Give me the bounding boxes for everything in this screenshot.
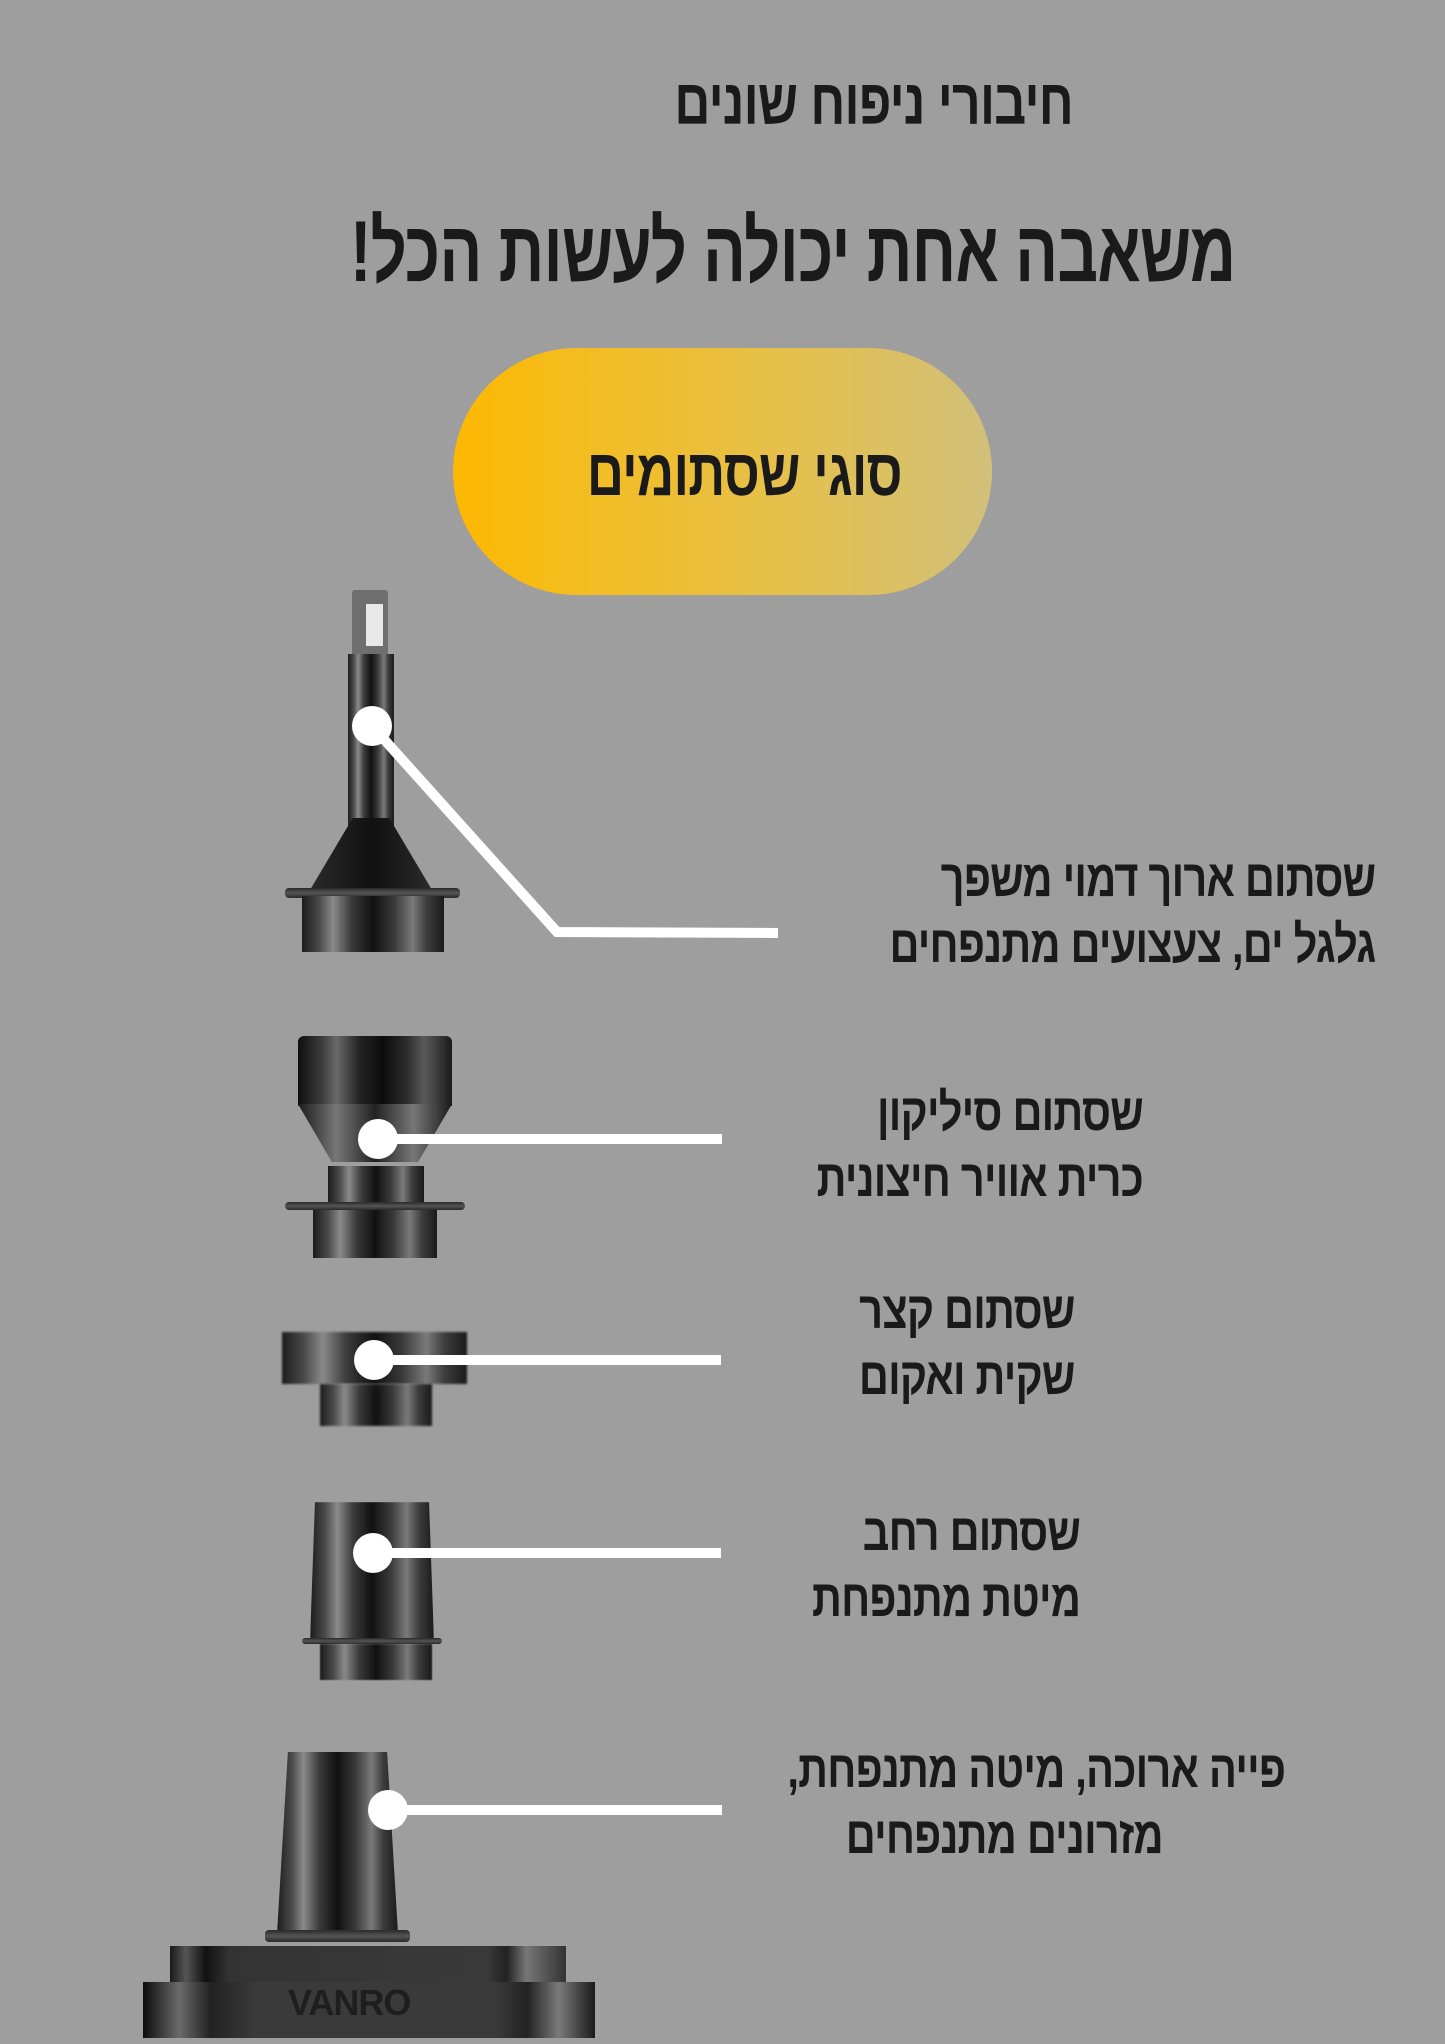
nozzle-2-label: שסתום סיליקון כרית אוויר חיצונית	[816, 1080, 1144, 1212]
pointer-dot-5	[368, 1790, 408, 1830]
nozzle-1-label: שסתום ארוך דמוי משפך גלגל ים, צעצועים מת…	[889, 846, 1376, 978]
nozzle-3-label-line1: שסתום קצר	[859, 1282, 1076, 1340]
page-title: חיבורי ניפוח שונים	[674, 66, 1073, 138]
connector-line-2	[378, 1134, 722, 1144]
nozzle-2-label-line1: שסתום סיליקון	[877, 1084, 1144, 1142]
nozzle-1-label-line2: גלגל ים, צעצועים מתנפחים	[889, 916, 1376, 974]
valve-types-badge-label: סוגי שסתומים	[587, 435, 903, 509]
nozzle-3-label: שסתום קצר שקית ואקום	[859, 1278, 1075, 1410]
long-needle-nozzle-icon	[280, 588, 465, 952]
nozzle-4-label-line2: מיטת מתנפחת	[811, 1570, 1081, 1628]
nozzle-3-label-line2: שקית ואקום	[859, 1348, 1075, 1406]
nozzle-5-label-line2: מזרונים מתנפחים	[845, 1807, 1164, 1865]
nozzle-4-label: שסתום רחב מיטת מתנפחת	[811, 1500, 1081, 1632]
pump-body: VANRO	[143, 1946, 595, 2038]
long-mouth-nozzle-icon	[265, 1752, 410, 1947]
pointer-dot-4	[353, 1533, 393, 1573]
nozzle-5-label: פייה ארוכה, מיטה מתנפחת, מזרונים מתנפחים	[787, 1737, 1286, 1869]
pointer-dot-2	[358, 1119, 398, 1159]
page-subtitle: משאבה אחת יכולה לעשות הכל!	[349, 204, 1236, 300]
wide-nozzle-icon	[302, 1500, 442, 1680]
connector-line-4	[373, 1548, 721, 1558]
connector-line-5	[388, 1805, 722, 1815]
nozzle-5-label-line1: פייה ארוכה, מיטה מתנפחת,	[787, 1741, 1286, 1799]
nozzle-2-label-line2: כרית אוויר חיצונית	[816, 1150, 1144, 1208]
pointer-dot-3	[354, 1340, 394, 1380]
nozzle-1-label-line1: שסתום ארוך דמוי משפך	[940, 850, 1376, 908]
connector-line-3	[374, 1355, 721, 1365]
brand-logo: VANRO	[288, 1982, 411, 2023]
silicone-nozzle-icon	[284, 1034, 466, 1259]
nozzle-4-label-line1: שסתום רחב	[862, 1504, 1081, 1562]
valve-types-badge: סוגי שסתומים	[453, 348, 992, 595]
pointer-dot-1	[352, 706, 392, 746]
